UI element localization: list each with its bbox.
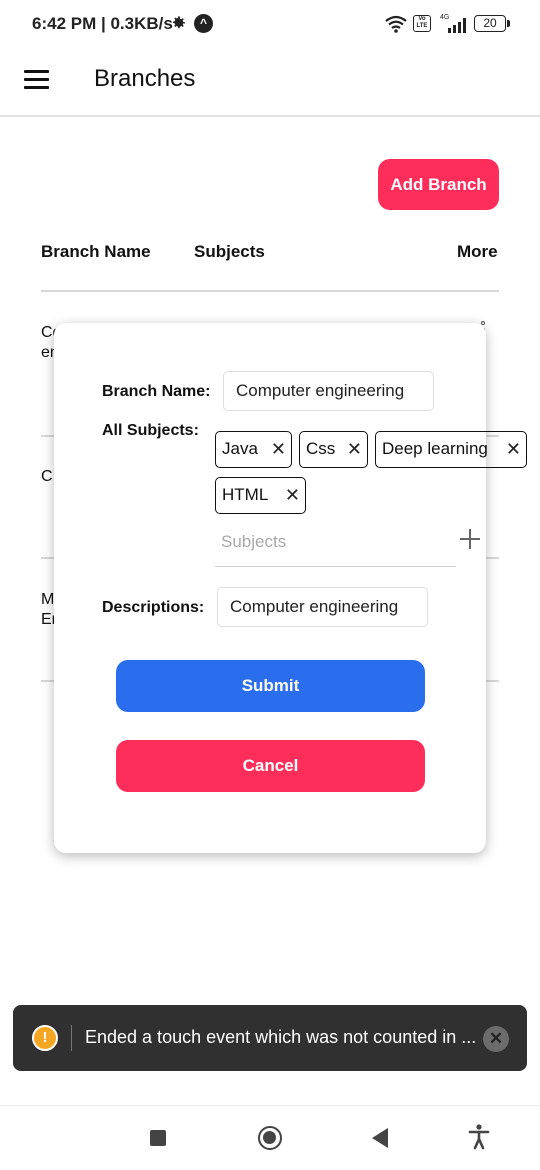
volte-icon: Vo LTE — [413, 15, 431, 32]
remove-chip-icon[interactable]: ✕ — [505, 439, 521, 459]
header-divider — [41, 290, 499, 292]
add-subject-plus-icon[interactable] — [459, 528, 481, 550]
table-row-name: M — [41, 591, 55, 608]
battery-icon: 20 — [474, 15, 506, 32]
wifi-icon — [385, 15, 407, 33]
remove-chip-icon[interactable]: ✕ — [270, 439, 286, 459]
gear-icon — [173, 16, 185, 29]
home-circle-icon[interactable] — [258, 1126, 282, 1150]
page-title: Branches — [94, 65, 196, 92]
remove-chip-icon[interactable]: ✕ — [284, 485, 300, 505]
signal-icon: 4G — [440, 14, 466, 33]
descriptions-label: Descriptions: — [102, 599, 205, 616]
recents-square-icon[interactable] — [150, 1130, 166, 1146]
warning-icon: ! — [32, 1025, 58, 1051]
subjects-input[interactable]: Subjects — [215, 527, 456, 567]
close-icon[interactable]: ✕ — [483, 1026, 509, 1052]
add-branch-button[interactable]: Add Branch — [378, 159, 499, 210]
battery-tip — [507, 20, 510, 27]
column-header-more: More — [457, 242, 498, 261]
subject-chip-java: Java ✕ — [215, 431, 292, 468]
toast-notification: ! Ended a touch event which was not coun… — [13, 1005, 527, 1071]
table-row-name: C — [41, 468, 53, 485]
branch-name-label: Branch Name: — [102, 383, 211, 400]
app-bar: Branches — [0, 50, 540, 117]
subject-chip-label: Java — [222, 439, 258, 458]
status-bar: 6:42 PM | 0.3KB/s ^ Vo LTE 4G 20 — [0, 0, 540, 50]
network-label: 4G — [440, 14, 449, 21]
subject-chip-label: Deep learning — [382, 439, 488, 458]
toast-divider — [71, 1025, 72, 1051]
accessibility-icon[interactable] — [468, 1124, 490, 1150]
subject-chip-html: HTML ✕ — [215, 477, 306, 514]
app-notification-icon: ^ — [194, 14, 213, 33]
subject-chip-css: Css ✕ — [299, 431, 368, 468]
system-nav-bar — [0, 1105, 540, 1170]
remove-chip-icon[interactable]: ✕ — [346, 439, 362, 459]
edit-branch-dialog: Branch Name: Computer engineering All Su… — [54, 323, 527, 853]
status-time: 6:42 PM | 0.3KB/s — [32, 14, 173, 33]
subject-chip-label: HTML — [222, 485, 269, 504]
toast-message: Ended a touch event which was not counte… — [85, 1027, 477, 1047]
cancel-button[interactable]: Cancel — [116, 740, 425, 792]
back-triangle-icon[interactable] — [372, 1128, 388, 1148]
all-subjects-label: All Subjects: — [102, 422, 199, 439]
column-header-branch-name: Branch Name — [41, 242, 151, 261]
column-header-subjects: Subjects — [194, 242, 265, 261]
subject-chip-label: Css — [306, 439, 336, 458]
submit-button[interactable]: Submit — [116, 660, 425, 712]
subject-chip-deep-learning: Deep learning ✕ — [375, 431, 527, 468]
descriptions-field[interactable]: Computer engineering — [217, 587, 428, 627]
branch-name-field[interactable]: Computer engineering — [223, 371, 434, 411]
hamburger-menu-icon[interactable] — [24, 70, 49, 90]
